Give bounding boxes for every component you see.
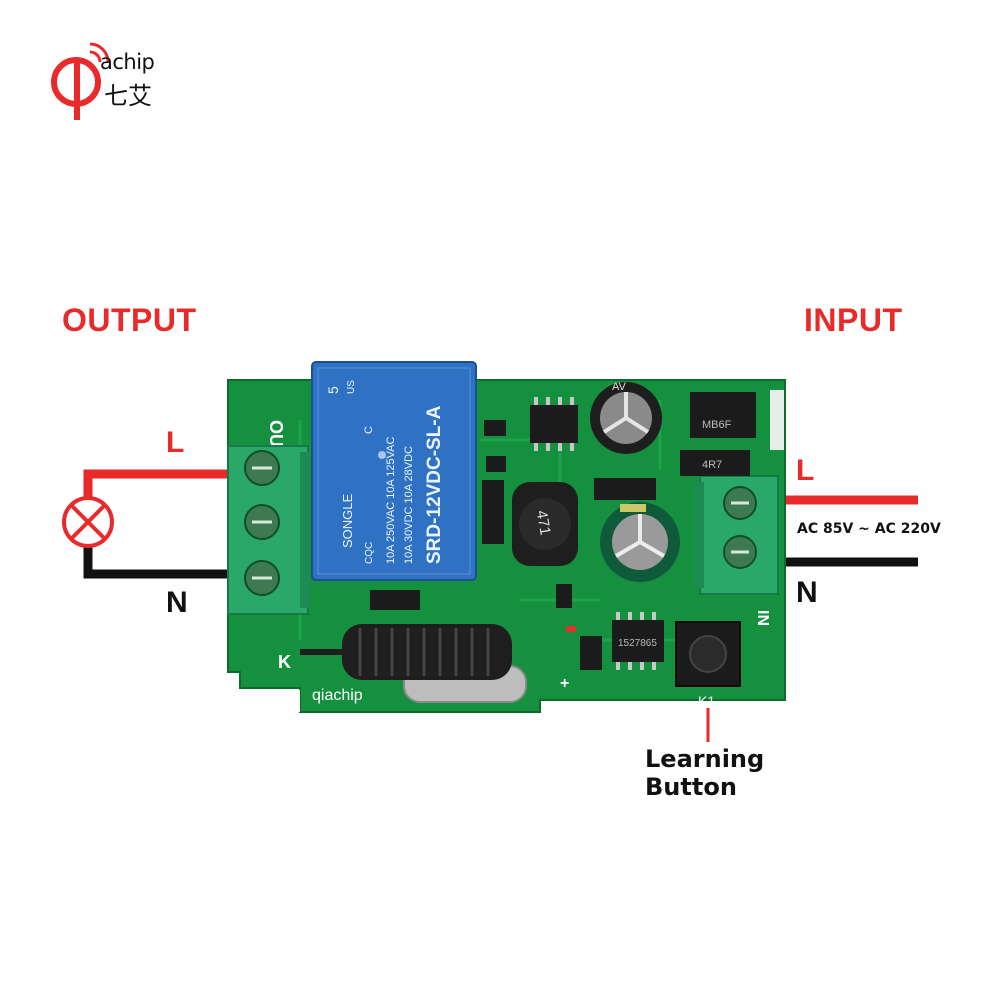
input-terminal-block (694, 475, 779, 595)
output-live-wire (83, 469, 236, 498)
screw-icon (723, 535, 757, 569)
silkscreen-plus: + (560, 675, 569, 692)
screw-icon (244, 450, 280, 486)
relay-indicator (378, 451, 386, 459)
inductor-code: 471 (533, 509, 554, 537)
logo-brand-chinese: 七艾 (104, 82, 152, 110)
capacitor-bottom (600, 502, 680, 582)
learning-button: K1 (675, 621, 741, 709)
capacitor-top: AV (590, 381, 662, 454)
relay-rating-1: 10A 250VAC 10A 125VAC (385, 437, 397, 564)
output-neutral-wire (83, 546, 236, 579)
learning-button-caption-line2: Button (645, 773, 737, 801)
input-label: INPUT (804, 302, 903, 338)
relay-rating-2: 10A 30VDC 10A 28VDC (403, 446, 415, 564)
capacitor-code: AV (612, 381, 627, 393)
resistor-code: 4R7 (702, 459, 722, 471)
screw-icon (244, 560, 280, 596)
inductor: 471 (512, 482, 578, 566)
silkscreen-in: IN (754, 610, 771, 626)
relay: SONGLE SRD-12VDC-SL-A 10A 250VAC 10A 125… (311, 361, 477, 581)
smd-components (370, 420, 656, 670)
red-led (566, 626, 576, 632)
decoder-chip-code: 1527865 (618, 638, 657, 649)
screw-icon (244, 504, 280, 540)
rectifier-code: MB6F (702, 419, 732, 431)
output-terminal-block (227, 445, 310, 615)
relay-cert-1: CQC (364, 542, 375, 564)
decoder-chip: 1527865 (612, 612, 664, 670)
relay-pin-count: 5 (325, 386, 341, 394)
lamp-icon (62, 496, 114, 548)
antenna-coil (300, 624, 512, 680)
relay-cert-3: US (346, 380, 357, 394)
ic-chip-top (530, 397, 578, 451)
logo-brand-latin: achip (100, 50, 155, 74)
learning-button-caption: Learning Button (645, 745, 764, 801)
voltage-range-label: AC 85V ~ AC 220V (797, 521, 941, 537)
relay-model: SRD-12VDC-SL-A (424, 405, 445, 564)
power-resistor: 4R7 (680, 450, 750, 476)
silkscreen-k1: K1 (698, 693, 715, 709)
learning-button-caption-line1: Learning (645, 745, 765, 773)
relay-brand: SONGLE (340, 493, 355, 548)
input-neutral-label: N (796, 576, 818, 609)
output-neutral-label: N (166, 586, 188, 619)
output-label: OUTPUT (62, 302, 197, 338)
silkscreen-brand: qiachip (312, 687, 363, 704)
silkscreen-k: K (278, 652, 291, 672)
bridge-rectifier: MB6F (690, 392, 756, 438)
screw-icon (723, 486, 757, 520)
qiachip-logo (51, 42, 110, 120)
relay-cert-2: C (363, 426, 375, 434)
input-live-label: L (796, 454, 815, 487)
output-live-label: L (166, 426, 185, 459)
